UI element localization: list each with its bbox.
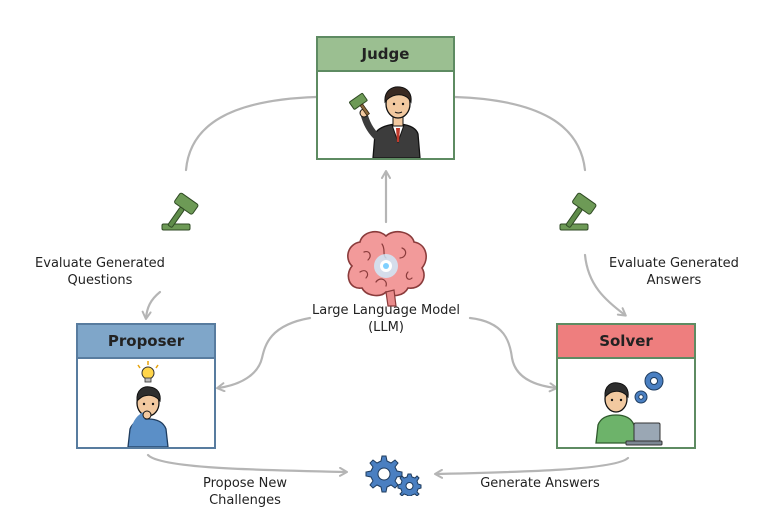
arrow-llm-to-solver (468, 316, 558, 393)
solver-box: Solver (556, 323, 696, 449)
llm-label-line1: Large Language Model (311, 303, 461, 318)
edge-label-propose: Propose New Challenges (180, 475, 310, 509)
solver-title: Solver (558, 325, 694, 359)
edge-label-evaluate-questions: Evaluate Generated Questions (30, 255, 170, 289)
arrow-to-solver (583, 253, 627, 317)
proposer-title: Proposer (78, 325, 214, 359)
arrow-solver-to-gears (434, 456, 630, 479)
edge-label-line: Propose New (202, 476, 288, 491)
laptop-icon (625, 422, 663, 446)
gavel-icon (559, 192, 597, 231)
arc-judge-right (453, 95, 587, 172)
edge-label-evaluate-answers: Evaluate Generated Answers (604, 255, 744, 289)
edge-label-line: Evaluate Generated (609, 256, 739, 271)
lightbulb-icon (137, 361, 159, 383)
edge-label-generate: Generate Answers (460, 475, 620, 492)
llm-label-line2: (LLM) (368, 320, 404, 335)
solver-figure (558, 359, 694, 447)
gears-icon (365, 455, 422, 496)
arrow-llm-to-proposer (216, 316, 312, 393)
arc-judge-left (184, 95, 318, 172)
edge-label-line: Evaluate Generated (35, 256, 165, 271)
edge-label-line: Answers (646, 273, 702, 288)
proposer-box: Proposer (76, 323, 216, 449)
llm-label: Large Language Model (LLM) (302, 302, 470, 336)
gears-small-icon (634, 371, 664, 404)
arrow-proposer-to-gears (146, 453, 348, 477)
edge-label-line: Generate Answers (480, 476, 600, 491)
judge-title: Judge (318, 38, 453, 72)
edge-label-line: Questions (67, 273, 133, 288)
edge-label-line: Challenges (209, 493, 281, 508)
gavel-icon (161, 192, 199, 231)
proposer-figure (78, 359, 214, 447)
judge-figure (318, 72, 453, 158)
brain-icon (347, 230, 427, 307)
judge-box: Judge (316, 36, 455, 160)
arrow-to-proposer (141, 290, 162, 320)
